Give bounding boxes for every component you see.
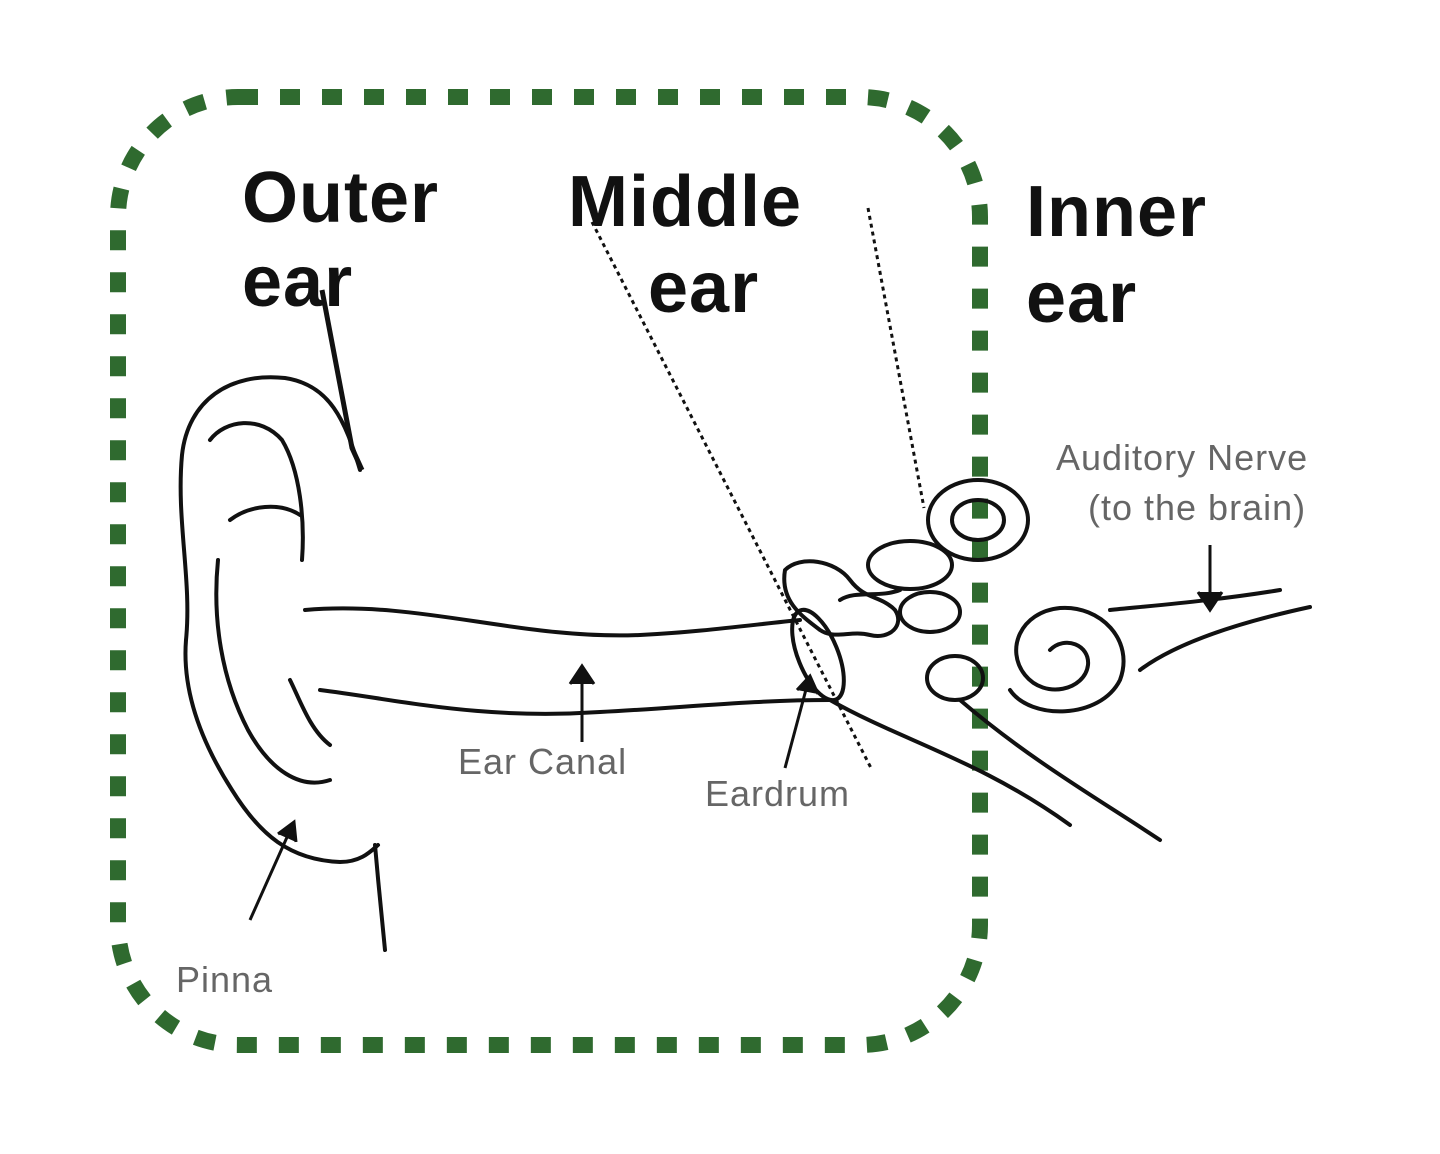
middle-ear-label-line1: Middle <box>568 162 802 242</box>
lower-tube-1 <box>828 698 1072 827</box>
eardrum-arrow <box>783 681 810 769</box>
ear-canal-label: Ear Canal <box>458 741 628 782</box>
ear-illustration <box>178 375 1312 952</box>
semicircular-canal-1-inner <box>950 498 1006 542</box>
pinna-label: Pinna <box>176 959 274 1000</box>
auditory-nerve-arrowhead <box>1196 591 1224 613</box>
lower-tube-2 <box>958 698 1162 842</box>
ear-canal-arrowhead <box>568 663 596 685</box>
leader-lines <box>248 207 1224 921</box>
outer-ear-label-line2: ear <box>242 242 354 322</box>
pinna-antihelix <box>228 504 302 522</box>
semicircular-canal-1 <box>926 478 1030 562</box>
eardrum-arrowhead <box>795 673 820 695</box>
ear-canal-top <box>303 606 802 638</box>
middle-ear-label-line2: ear <box>648 248 760 328</box>
ossicle-detail <box>838 588 902 602</box>
cochlea <box>1008 605 1126 714</box>
inner-ear-label-line1: Inner <box>1026 172 1208 252</box>
outer-ear-leader <box>319 289 365 472</box>
middle-ear-leader-2 <box>866 207 926 509</box>
vestibule <box>925 654 985 702</box>
pinna-inner-fold <box>208 421 305 562</box>
auditory-nerve-label-line2: (to the brain) <box>1088 487 1307 528</box>
inner-ear-label-line2: ear <box>1026 258 1138 338</box>
middle-ear-leader-1 <box>590 221 874 771</box>
auditory-nerve-bottom <box>1138 605 1312 672</box>
semicircular-canal-3 <box>898 590 962 634</box>
eardrum-label: Eardrum <box>705 773 851 814</box>
auditory-nerve-top <box>1108 588 1282 612</box>
outer-middle-boundary <box>110 89 988 1053</box>
lobe-back <box>373 843 387 952</box>
pinna-concha <box>214 558 332 785</box>
pinna-arrow <box>248 825 294 921</box>
pinna-arrowhead <box>277 819 298 843</box>
pinna-outline <box>178 375 380 864</box>
pinna-tragus <box>288 678 332 747</box>
ear-canal-bottom <box>318 688 832 716</box>
semicircular-canal-2 <box>866 539 954 591</box>
outer-ear-label-line1: Outer <box>242 158 440 238</box>
auditory-nerve-label-line1: Auditory Nerve <box>1056 437 1309 478</box>
ossicles <box>782 559 901 638</box>
